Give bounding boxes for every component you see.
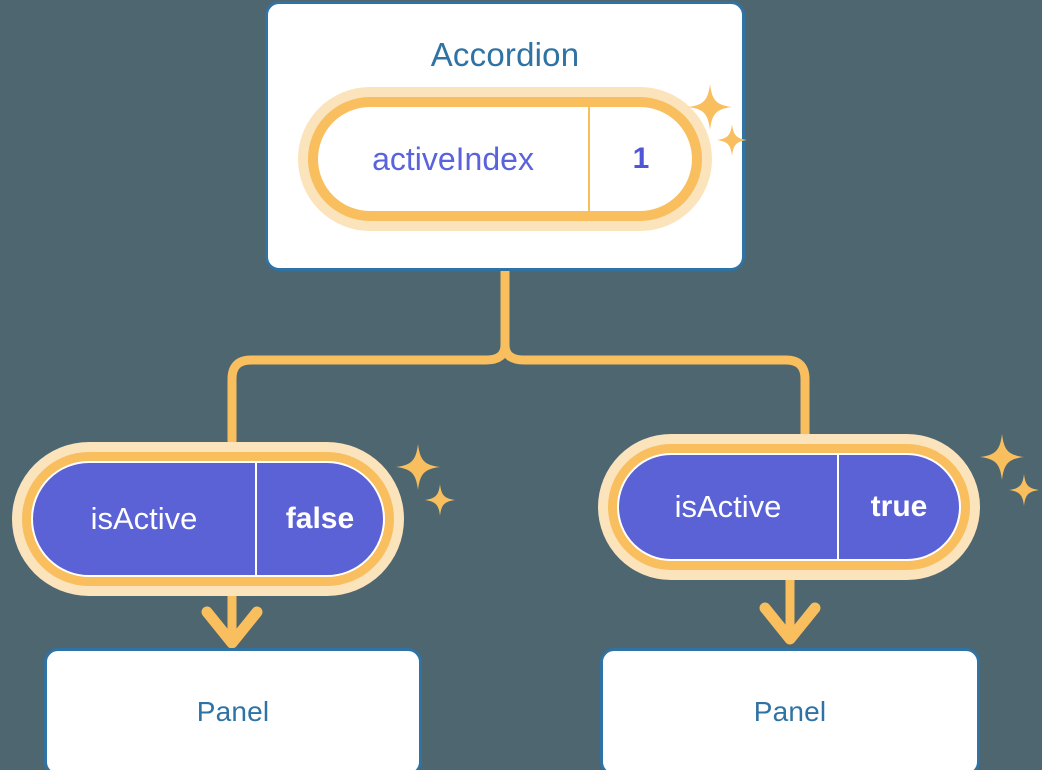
prop-pill-value: false	[255, 463, 383, 575]
arrow-right-pill-to-panel	[759, 570, 821, 645]
arrow-left-pill-to-panel	[201, 586, 263, 649]
state-pill-value: 1	[632, 142, 650, 175]
prop-pill-isactive-false[interactable]: isActive false	[22, 452, 394, 586]
prop-pill-body: isActive true	[617, 453, 961, 561]
prop-pill-isactive-true[interactable]: isActive true	[608, 444, 970, 570]
prop-pill-value: true	[837, 455, 959, 559]
state-pill-key: activeIndex	[318, 107, 590, 211]
sparkle-icon	[396, 444, 440, 490]
state-pill-activeindex[interactable]: activeIndex 1	[308, 97, 702, 221]
panel-left-title: Panel	[196, 696, 270, 727]
prop-pill-key: isActive	[674, 489, 782, 524]
sparkle-group-right-pill	[978, 432, 1040, 517]
panel-left-card[interactable]: Panel	[44, 648, 422, 770]
prop-pill-body: isActive false	[31, 461, 385, 577]
panel-right-title: Panel	[753, 696, 827, 727]
panel-right-card[interactable]: Panel	[600, 648, 980, 770]
prop-pill-key: isActive	[90, 501, 198, 536]
state-pill-body: activeIndex 1	[318, 107, 692, 211]
sparkle-small-icon	[425, 484, 455, 516]
sparkle-small-icon	[1009, 474, 1039, 506]
sparkle-icon	[980, 434, 1024, 480]
accordion-title: Accordion	[430, 36, 580, 73]
sparkle-group-left-pill	[394, 442, 456, 527]
edge-accordion-to-children	[227, 266, 810, 467]
